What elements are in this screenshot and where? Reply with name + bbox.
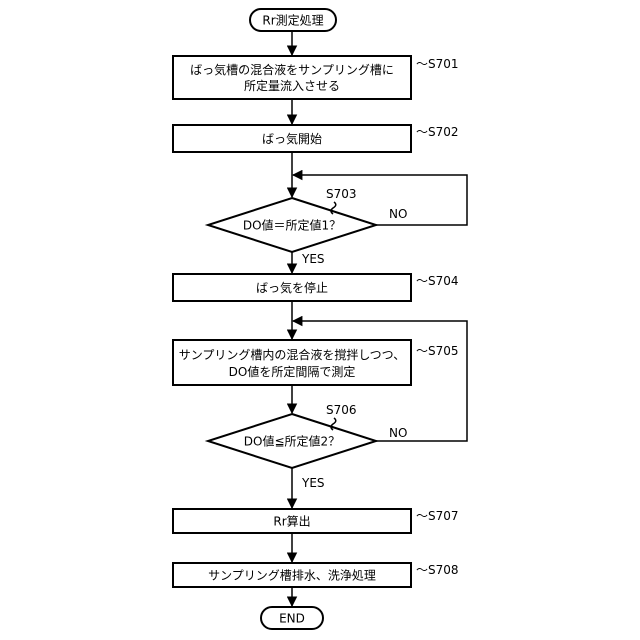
label-s702: ～S702	[416, 125, 459, 139]
decision-s706-text: DO値≦所定値2？	[244, 434, 340, 449]
label-s707: ～S707	[416, 509, 459, 523]
label-s703: S703	[326, 187, 357, 201]
label-s701: ～S701	[416, 57, 459, 71]
step-s702-line-1: ばっ気開始	[262, 131, 322, 146]
s703-no-label: NO	[389, 207, 407, 221]
step-s707-line-1: Rr算出	[273, 514, 310, 529]
step-s701-line-1: ばっ気槽の混合液をサンプリング槽に	[190, 62, 394, 77]
start-label: Rr測定処理	[262, 13, 323, 28]
s703-yes-label: YES	[301, 252, 325, 266]
step-s704-line-1: ばっ気を停止	[256, 280, 328, 295]
s706-no-label: NO	[389, 426, 407, 440]
step-s705-line-1: サンプリング槽内の混合液を撹拌しつつ、	[179, 347, 405, 362]
step-s705-line-2: DO値を所定間隔で測定	[229, 364, 356, 379]
label-s706: S706	[326, 403, 357, 417]
label-s704: ～S704	[416, 274, 459, 288]
end-label: END	[279, 612, 305, 626]
decision-s703-text: DO値＝所定値1？	[243, 218, 341, 233]
step-s701-line-2: 所定量流入させる	[244, 78, 340, 93]
label-s705: ～S705	[416, 344, 459, 358]
s706-yes-label: YES	[301, 476, 325, 490]
step-s708-line-1: サンプリング槽排水、洗浄処理	[208, 569, 376, 583]
label-s708: ～S708	[416, 563, 459, 577]
